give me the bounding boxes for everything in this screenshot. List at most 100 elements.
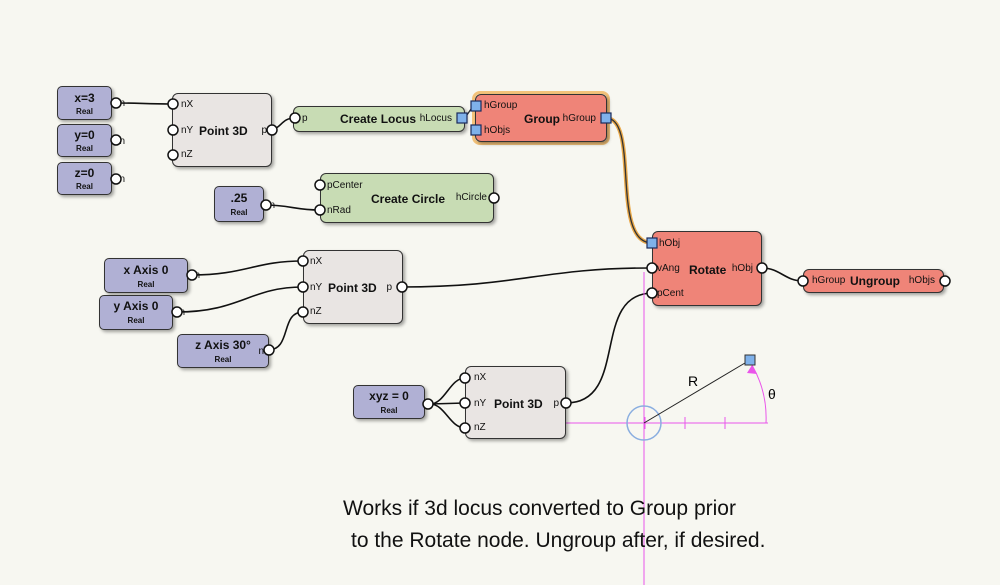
port-xaxis-out[interactable] — [186, 269, 198, 281]
real-node-radius-port: n — [269, 200, 275, 211]
port-p3-nx[interactable] — [459, 372, 471, 384]
ungroup-output-hobjs: hObjs — [908, 275, 935, 286]
center-circle — [626, 405, 662, 441]
wire-yaxis-point2 — [176, 286, 304, 313]
port-p2-nx[interactable] — [297, 255, 309, 267]
port-y0-out[interactable] — [110, 134, 122, 146]
real-node-y-type: Real — [76, 144, 93, 153]
group-title: Group — [524, 112, 560, 126]
real-node-y-axis[interactable]: y Axis 0 Real n — [99, 295, 185, 330]
point3d-node-3-output-p: p — [553, 398, 559, 409]
real-node-z-axis[interactable]: z Axis 30° Real n — [177, 334, 269, 368]
port-circle-out[interactable] — [488, 192, 500, 204]
port-p3-out[interactable] — [560, 397, 572, 409]
create-locus-node[interactable]: p Create Locus hLocus — [293, 106, 465, 132]
point3d-node-2-title: Point 3D — [328, 281, 377, 295]
wire-xyz-ny — [429, 402, 466, 405]
point3d-node-1-title: Point 3D — [199, 124, 248, 138]
port-p1-nz[interactable] — [167, 149, 179, 161]
real-node-z-value: z=0 — [74, 166, 95, 180]
port-rotate-out[interactable] — [756, 262, 768, 274]
real-node-radius-value: .25 — [230, 191, 248, 205]
port-group-out[interactable] — [600, 112, 612, 124]
real-node-xyz-value: xyz = 0 — [369, 389, 409, 403]
ungroup-input-hgroup: hGroup — [812, 275, 846, 286]
real-node-x-type: Real — [76, 107, 93, 116]
real-node-x-axis[interactable]: x Axis 0 Real n — [104, 258, 200, 293]
port-z0-out[interactable] — [110, 173, 122, 185]
point3d-node-3[interactable]: Point 3D nX nY nZ p — [465, 366, 566, 439]
port-rotate-hobj[interactable] — [646, 237, 658, 249]
rotate-node[interactable]: hObj vAng pCent Rotate hObj — [652, 231, 762, 306]
real-node-y-axis-type: Real — [127, 316, 145, 325]
point3d-node-2-input-nx: nX — [310, 256, 323, 267]
port-p1-out[interactable] — [266, 124, 278, 136]
port-rad-out[interactable] — [260, 199, 272, 211]
port-p2-out[interactable] — [396, 281, 408, 293]
real-node-z-port: n — [119, 174, 125, 185]
rotate-input-vang: vAng — [657, 263, 680, 274]
port-circle-nrad[interactable] — [314, 204, 326, 216]
real-node-x-port: n — [119, 98, 125, 109]
real-node-z[interactable]: z=0 Real n — [57, 162, 125, 195]
group-input-hgroup: hGroup — [484, 100, 518, 111]
port-x3-out[interactable] — [110, 97, 122, 109]
point3d-node-3-input-ny: nY — [474, 398, 487, 409]
port-p1-ny[interactable] — [167, 124, 179, 136]
port-xyz-out[interactable] — [422, 398, 434, 410]
point3d-node-3-input-nx: nX — [474, 372, 487, 383]
real-node-xyz-type: Real — [380, 406, 398, 415]
real-node-y[interactable]: y=0 Real n — [57, 124, 125, 157]
port-circle-pcenter[interactable] — [314, 179, 326, 191]
ungroup-title: Ungroup — [850, 274, 900, 288]
real-node-z-axis-type: Real — [214, 355, 232, 364]
real-node-y-port: n — [119, 136, 125, 147]
create-locus-input-p: p — [302, 113, 308, 124]
point3d-node-3-title: Point 3D — [494, 397, 543, 411]
radius-label: R — [688, 373, 698, 389]
port-rotate-pcent[interactable] — [646, 287, 658, 299]
port-p1-nx[interactable] — [167, 98, 179, 110]
port-p2-ny[interactable] — [297, 281, 309, 293]
point3d-node-2[interactable]: Point 3D nX nY nZ p — [303, 250, 403, 324]
rotate-input-hobj: hObj — [659, 238, 681, 249]
wire-point2-rotate — [400, 267, 651, 288]
port-p3-nz[interactable] — [459, 422, 471, 434]
rotate-input-pcent: pCent — [657, 288, 684, 299]
port-zaxis-out[interactable] — [263, 344, 275, 356]
port-ungroup-in[interactable] — [797, 275, 809, 287]
point3d-node-1-input-ny: nY — [181, 125, 194, 136]
port-locus-out[interactable] — [456, 112, 468, 124]
create-circle-title: Create Circle — [371, 192, 446, 206]
point3d-node-1[interactable]: Point 3D nX nY nZ p — [172, 93, 272, 167]
port-rotate-vang[interactable] — [646, 262, 658, 274]
real-node-z-axis-port: n — [258, 346, 264, 357]
real-node-z-axis-value: z Axis 30° — [195, 338, 251, 352]
point3d-node-1-input-nx: nX — [181, 99, 194, 110]
point3d-node-2-input-nz: nZ — [310, 306, 322, 317]
port-p3-ny[interactable] — [459, 397, 471, 409]
point3d-node-3-input-nz: nZ — [474, 422, 486, 433]
rotated-point-marker — [744, 354, 756, 366]
wire-xaxis-point2 — [191, 260, 304, 276]
port-p2-nz[interactable] — [297, 306, 309, 318]
real-node-x-axis-value: x Axis 0 — [123, 263, 169, 277]
create-circle-input-pcenter: pCenter — [327, 180, 363, 191]
point3d-node-1-input-nz: nZ — [181, 149, 193, 160]
note-line-1: Works if 3d locus converted to Group pri… — [343, 497, 736, 520]
ungroup-node[interactable]: hGroup Ungroup hObjs — [803, 269, 944, 293]
port-yaxis-out[interactable] — [171, 306, 183, 318]
rotate-title: Rotate — [689, 263, 727, 277]
point3d-node-1-output-p: p — [261, 125, 267, 136]
port-ungroup-out[interactable] — [939, 275, 951, 287]
create-locus-title: Create Locus — [340, 112, 417, 126]
port-locus-in[interactable] — [289, 112, 301, 124]
port-group-hgroup-in[interactable] — [470, 100, 482, 112]
port-group-hobjs-in[interactable] — [470, 124, 482, 136]
group-node[interactable]: hGroup hObjs Group hGroup — [475, 94, 607, 142]
real-node-xyz[interactable]: xyz = 0 Real n — [353, 385, 430, 419]
point3d-node-2-output-p: p — [386, 282, 392, 293]
create-locus-output-hlocus: hLocus — [419, 113, 452, 124]
create-circle-node[interactable]: pCenter nRad Create Circle hCircle — [320, 173, 494, 223]
real-node-radius-type: Real — [230, 208, 248, 217]
